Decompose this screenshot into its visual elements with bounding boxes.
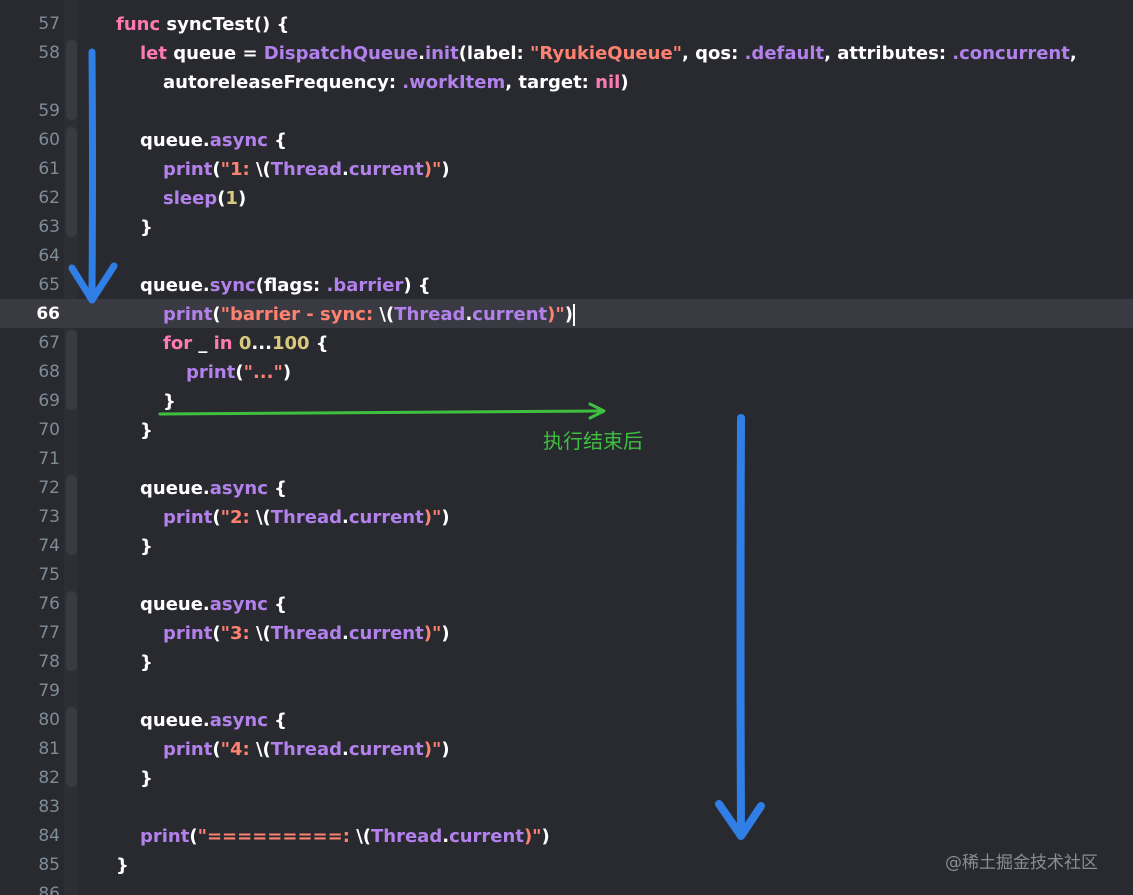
line-number: 85 (38, 855, 60, 875)
code-line[interactable]: queue.async { (140, 594, 287, 615)
code-line[interactable]: queue.async { (140, 478, 287, 499)
line-number: 65 (38, 275, 60, 295)
code-line[interactable]: let queue = DispatchQueue.init(label: "R… (140, 43, 1077, 64)
line-number: 67 (38, 333, 60, 353)
current-line-highlight (0, 299, 1133, 328)
fold-marker[interactable] (66, 127, 77, 237)
code-line[interactable]: queue.async { (140, 710, 287, 731)
line-number-active: 66 (36, 304, 60, 324)
line-number: 68 (38, 362, 60, 382)
fold-marker[interactable] (66, 475, 77, 555)
line-number: 64 (38, 246, 60, 266)
line-number: 63 (38, 217, 60, 237)
line-number: 73 (38, 507, 60, 527)
line-number: 86 (38, 884, 60, 895)
code-line[interactable]: queue.async { (140, 130, 287, 151)
line-number: 59 (38, 101, 60, 121)
fold-marker[interactable] (66, 40, 77, 120)
line-number: 70 (38, 420, 60, 440)
line-number: 83 (38, 797, 60, 817)
line-number: 77 (38, 623, 60, 643)
code-line[interactable]: print("...") (186, 362, 292, 383)
code-line-active[interactable]: print("barrier - sync: \(Thread.current)… (163, 304, 576, 326)
line-number: 80 (38, 710, 60, 730)
line-number: 71 (38, 449, 60, 469)
line-number: 79 (38, 681, 60, 701)
blue-arrow-left (68, 48, 118, 304)
line-number: 61 (38, 159, 60, 179)
code-line[interactable]: print("4: \(Thread.current)") (163, 739, 450, 760)
fold-marker[interactable] (66, 591, 77, 671)
code-line[interactable]: print("1: \(Thread.current)") (163, 159, 450, 180)
line-number: 84 (38, 826, 60, 846)
line-number: 72 (38, 478, 60, 498)
code-line[interactable]: print("3: \(Thread.current)") (163, 623, 450, 644)
line-number: 81 (38, 739, 60, 759)
code-line[interactable]: queue.sync(flags: .barrier) { (140, 275, 431, 296)
code-line[interactable]: print("2: \(Thread.current)") (163, 507, 450, 528)
watermark: @稀土掘金技术社区 (945, 853, 1098, 873)
code-line[interactable]: for _ in 0...100 { (163, 333, 329, 354)
code-line[interactable]: autoreleaseFrequency: .workItem, target:… (163, 72, 629, 93)
line-number: 60 (38, 130, 60, 150)
code-line[interactable]: func syncTest() { (116, 14, 290, 35)
annotation-label: 执行结束后 (543, 429, 643, 453)
line-number: 75 (38, 565, 60, 585)
line-number-gutter (0, 0, 62, 895)
line-number: 74 (38, 536, 60, 556)
text-cursor (573, 304, 576, 326)
fold-marker[interactable] (66, 707, 77, 787)
line-number: 58 (38, 43, 60, 63)
line-number: 82 (38, 768, 60, 788)
code-line[interactable]: } (140, 217, 153, 238)
code-line[interactable]: } (163, 391, 176, 412)
line-number: 69 (38, 391, 60, 411)
code-line[interactable]: sleep(1) (163, 188, 247, 209)
green-arrow (158, 402, 606, 420)
code-line[interactable]: } (140, 420, 153, 441)
code-line[interactable]: } (116, 855, 129, 876)
code-line[interactable]: } (140, 652, 153, 673)
line-number: 78 (38, 652, 60, 672)
line-number: 62 (38, 188, 60, 208)
code-line[interactable]: print("=========: \(Thread.current)") (140, 826, 550, 847)
code-line[interactable]: } (140, 768, 153, 789)
line-number: 76 (38, 594, 60, 614)
fold-marker[interactable] (66, 330, 77, 410)
line-number: 57 (38, 14, 60, 34)
code-line[interactable]: } (140, 536, 153, 557)
blue-arrow-right (715, 414, 765, 840)
